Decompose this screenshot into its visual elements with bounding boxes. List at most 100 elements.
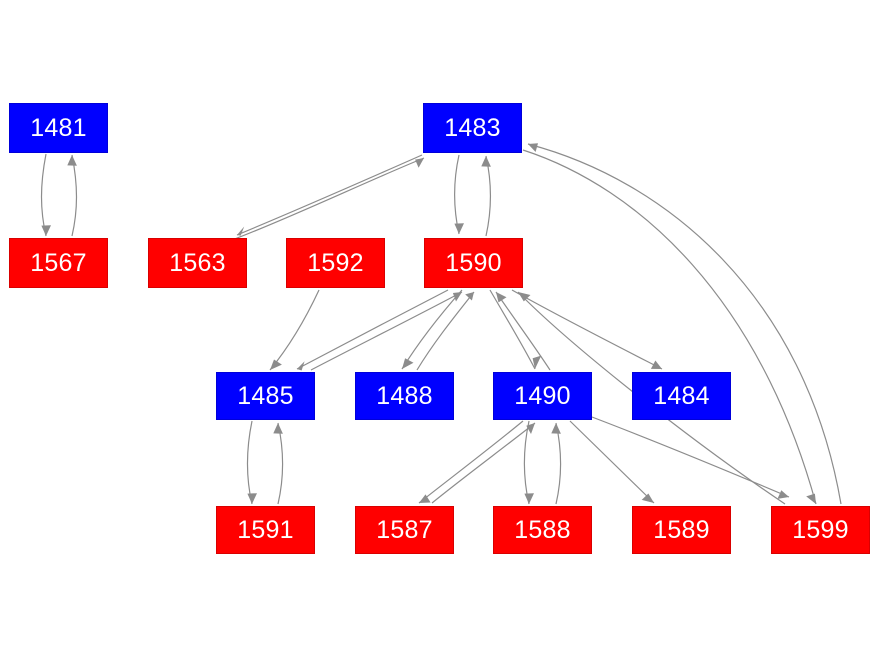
edge-1483-to-1590 [453, 154, 464, 235]
graph-node-1587[interactable]: 1587 [355, 506, 454, 554]
edge-line [401, 289, 463, 370]
edge-line [296, 289, 449, 370]
edge-line [431, 422, 536, 504]
node-label: 1488 [376, 381, 433, 410]
arrowhead-icon [806, 493, 816, 504]
edge-line [310, 291, 463, 371]
arrowhead-icon [641, 493, 654, 503]
arrowhead-icon [496, 292, 507, 303]
edge-line [591, 416, 790, 498]
edge-1490-to-1599 [591, 416, 790, 499]
edge-1599-to-1483 [527, 143, 842, 505]
arrowhead-icon [524, 493, 534, 504]
edge-1590-to-1484 [511, 289, 663, 370]
edge-1485-to-1591 [246, 420, 257, 505]
edge-1483-to-1599 [522, 149, 817, 505]
arrowhead-icon [650, 360, 662, 369]
edge-1490-to-1590 [495, 291, 551, 371]
edge-line [555, 422, 562, 505]
graph-node-1490[interactable]: 1490 [493, 372, 592, 420]
edge-1483-to-1563 [236, 154, 423, 236]
edge-1587-to-1490 [431, 422, 536, 504]
edge-1567-to-1481 [67, 154, 78, 237]
graph-node-1563[interactable]: 1563 [148, 238, 247, 288]
edge-1490-to-1587 [418, 420, 524, 504]
arrowhead-icon [273, 423, 283, 434]
edge-1481-to-1567 [40, 153, 51, 237]
arrowhead-icon [237, 226, 245, 236]
node-label: 1563 [169, 248, 226, 277]
node-label: 1588 [514, 515, 571, 544]
arrowhead-icon [777, 490, 789, 499]
arrowhead-icon [518, 292, 531, 302]
edge-1590-to-1488 [401, 289, 463, 370]
edge-line [40, 153, 47, 237]
edge-line [489, 289, 536, 370]
node-label: 1483 [444, 113, 501, 142]
node-label: 1567 [30, 248, 87, 277]
graph-node-1485[interactable]: 1485 [216, 372, 315, 420]
graph-node-1484[interactable]: 1484 [632, 372, 731, 420]
graph-node-1599[interactable]: 1599 [771, 506, 870, 554]
edge-line [523, 420, 530, 505]
arrowhead-icon [452, 292, 462, 302]
graph-node-1589[interactable]: 1589 [632, 506, 731, 554]
edge-line [236, 154, 423, 236]
arrowhead-icon [532, 355, 542, 369]
arrowhead-icon [551, 423, 561, 434]
arrowhead-icon [528, 143, 538, 152]
graph-node-1488[interactable]: 1488 [355, 372, 454, 420]
edge-line [71, 154, 78, 237]
graph-node-1481[interactable]: 1481 [9, 103, 108, 153]
graph-node-1591[interactable]: 1591 [216, 506, 315, 554]
edge-1490-to-1588 [523, 420, 534, 505]
arrowhead-icon [297, 361, 305, 371]
edge-line [277, 422, 284, 505]
node-label: 1592 [307, 248, 364, 277]
arrowhead-icon [481, 156, 491, 167]
edge-1590-to-1485 [296, 289, 449, 371]
arrowhead-icon [415, 158, 424, 168]
edge-1563-to-1483 [231, 157, 425, 241]
graph-node-1483[interactable]: 1483 [423, 103, 522, 153]
edge-1592-to-1485 [269, 289, 320, 371]
graph-node-1592[interactable]: 1592 [286, 238, 385, 288]
node-label: 1589 [653, 515, 710, 544]
edge-1485-to-1590 [310, 291, 463, 371]
arrowhead-icon [247, 493, 257, 504]
edge-line [418, 420, 524, 504]
graph-node-1588[interactable]: 1588 [493, 506, 592, 554]
arrowhead-icon [465, 292, 474, 301]
edge-line [269, 289, 320, 371]
edge-1488-to-1590 [416, 291, 475, 371]
node-label: 1590 [445, 248, 502, 277]
edge-line [495, 291, 551, 371]
node-label: 1484 [653, 381, 710, 410]
edge-1590-to-1490 [489, 289, 542, 370]
arrowhead-icon [270, 359, 282, 370]
edge-line [485, 155, 492, 237]
graph-node-1567[interactable]: 1567 [9, 238, 108, 288]
node-label: 1587 [376, 515, 433, 544]
node-label: 1490 [514, 381, 571, 410]
arrowhead-icon [454, 223, 464, 234]
edge-line [522, 149, 817, 505]
edge-1490-to-1589 [569, 420, 655, 504]
edge-line [511, 289, 663, 370]
edge-1591-to-1485 [273, 422, 284, 505]
edge-1590-to-1483 [481, 155, 492, 237]
edge-line [246, 420, 253, 505]
node-label: 1599 [792, 515, 849, 544]
edge-line [416, 291, 475, 371]
arrowhead-icon [419, 494, 431, 503]
node-label: 1481 [30, 113, 87, 142]
arrowhead-icon [402, 358, 414, 369]
edge-line [569, 420, 655, 504]
edge-1588-to-1490 [551, 422, 562, 505]
graph-node-1590[interactable]: 1590 [424, 238, 523, 288]
arrowhead-icon [41, 225, 51, 236]
edge-line [453, 154, 460, 235]
edge-line [231, 157, 425, 241]
